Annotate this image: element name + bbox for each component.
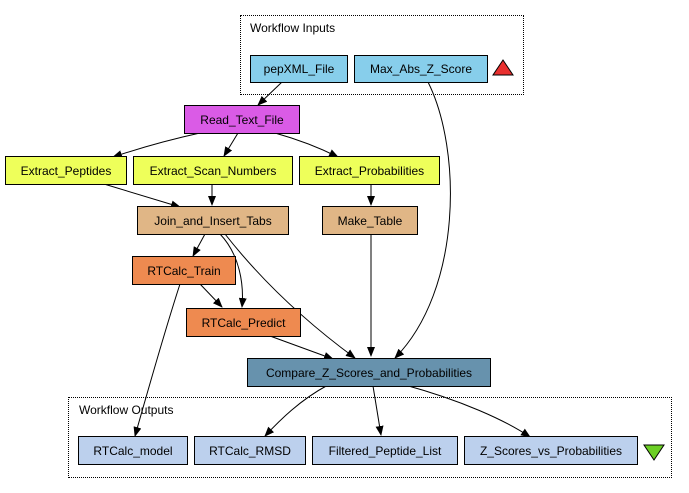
edge-predict-to-compare: [269, 335, 334, 360]
node-pepxml-file-label: pepXML_File: [263, 62, 335, 76]
node-read-text-file[interactable]: Read_Text_File: [184, 105, 300, 134]
edge-read-to-extract-peptides: [112, 132, 201, 158]
edge-compare-to-rmsd: [264, 384, 329, 437]
edge-join-to-compare: [224, 233, 356, 359]
edge-read-to-extract-prob: [274, 132, 339, 158]
inputs-marker-icon: [492, 59, 514, 76]
node-compare-z-scores-label: Compare_Z_Scores_and_Probabilities: [265, 365, 473, 380]
node-make-table-label: Make_Table: [337, 213, 403, 228]
node-filtered-peptide-list[interactable]: Filtered_Peptide_List: [312, 436, 458, 465]
edge-train-to-model: [133, 283, 181, 437]
node-extract-peptides[interactable]: Extract_Peptides: [5, 156, 127, 185]
edge-train-to-predict: [199, 283, 223, 308]
workflow-inputs-group: [240, 15, 524, 95]
edge-join-to-predict: [219, 233, 247, 308]
edge-read-to-extract-scan: [223, 132, 239, 157]
node-extract-scan-numbers[interactable]: Extract_Scan_Numbers: [133, 156, 293, 185]
node-z-scores-vs-probabilities[interactable]: Z_Scores_vs_Probabilities: [464, 436, 638, 465]
edge-compare-to-zscores: [404, 384, 531, 438]
node-rtcalc-rmsd-label: RTCalc_RMSD: [209, 443, 291, 458]
node-rtcalc-predict[interactable]: RTCalc_Predict: [186, 308, 301, 337]
node-join-and-insert-tabs[interactable]: Join_and_Insert_Tabs: [137, 206, 289, 235]
edge-compare-to-filtered: [372, 385, 384, 436]
edge-join-to-train: [192, 233, 206, 257]
edge-pepxml-to-read: [257, 81, 283, 106]
node-extract-peptides-label: Extract_Peptides: [20, 163, 112, 178]
node-rtcalc-predict-label: RTCalc_Predict: [201, 315, 286, 330]
node-max-abs-z-score[interactable]: Max_Abs_Z_Score: [354, 55, 488, 83]
node-rtcalc-train[interactable]: RTCalc_Train: [132, 256, 236, 285]
workflow-outputs-title: Workflow Outputs: [79, 403, 174, 417]
node-make-table[interactable]: Make_Table: [322, 206, 418, 235]
node-extract-probabilities[interactable]: Extract_Probabilities: [299, 156, 440, 185]
workflow-inputs-title: Workflow Inputs: [250, 21, 336, 35]
node-filtered-peptide-list-label: Filtered_Peptide_List: [328, 443, 442, 458]
node-rtcalc-model[interactable]: RTCalc_model: [78, 436, 188, 465]
node-rtcalc-model-label: RTCalc_model: [93, 443, 173, 458]
edge-extract-peptides-to-join: [103, 183, 181, 209]
node-max-abs-z-score-label: Max_Abs_Z_Score: [369, 62, 473, 76]
node-z-scores-vs-probabilities-label: Z_Scores_vs_Probabilities: [479, 443, 623, 458]
edge-max-abs-to-compare: [394, 81, 451, 359]
node-join-and-insert-tabs-label: Join_and_Insert_Tabs: [154, 213, 272, 228]
node-read-text-file-label: Read_Text_File: [200, 112, 284, 127]
node-compare-z-scores-and-probabilities[interactable]: Compare_Z_Scores_and_Probabilities: [247, 358, 491, 387]
node-extract-probabilities-label: Extract_Probabilities: [314, 163, 425, 178]
workflow-outputs-group: [68, 397, 672, 478]
node-rtcalc-rmsd[interactable]: RTCalc_RMSD: [194, 436, 306, 465]
outputs-marker-icon: [643, 444, 665, 461]
node-pepxml-file[interactable]: pepXML_File: [250, 55, 348, 83]
node-rtcalc-train-label: RTCalc_Train: [147, 263, 221, 278]
node-extract-scan-numbers-label: Extract_Scan_Numbers: [149, 163, 277, 178]
